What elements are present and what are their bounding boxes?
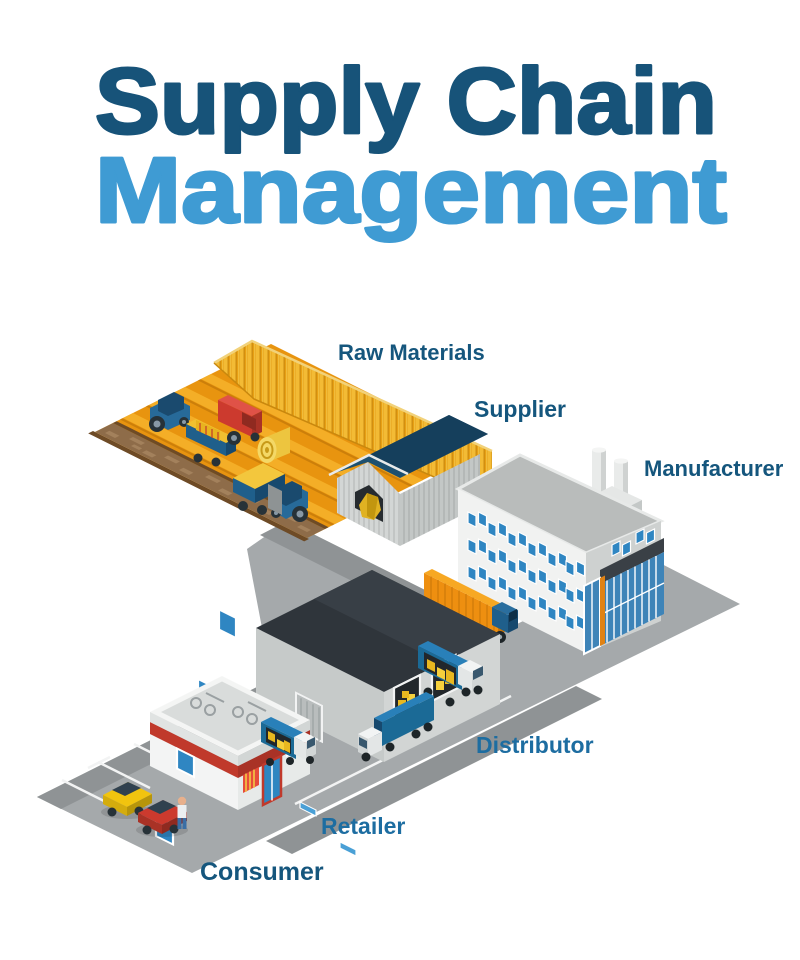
entrance-orange-pillar <box>600 575 605 646</box>
truck-cab-blue <box>492 602 518 633</box>
warehouse-left-wall <box>256 628 384 762</box>
delivery-truck-retailer <box>261 717 316 766</box>
farm-vehicles <box>149 392 308 522</box>
store-red-band <box>150 722 238 778</box>
title-line-1: Supply Chain <box>95 49 717 153</box>
label-supplier: Supplier <box>474 396 566 422</box>
consumer-cars <box>101 782 188 837</box>
delivery-truck-docked <box>418 641 484 707</box>
car-yellow <box>101 782 153 819</box>
page-title: Supply Chain Management <box>94 48 729 244</box>
truck-cab-white <box>294 732 316 760</box>
cargo-boxes <box>268 731 290 753</box>
vent-grille <box>268 484 282 515</box>
dirt-road <box>95 423 325 538</box>
label-retailer: Retailer <box>321 813 405 839</box>
supplier-barn <box>328 415 488 546</box>
delivery-truck-road <box>358 692 434 762</box>
hay-pile-shade <box>367 493 378 520</box>
stage-labels: Raw Materials Supplier Manufacturer Dist… <box>200 340 784 886</box>
truck-cab-white <box>458 660 484 691</box>
store-door <box>261 753 283 808</box>
manufacturer-factory <box>454 447 665 656</box>
store-awning <box>243 767 259 793</box>
retailer-store <box>150 607 310 847</box>
truck-cab-white <box>358 727 382 757</box>
roof-vents <box>190 692 267 725</box>
road-junction-to-retail <box>266 686 602 854</box>
label-raw-materials: Raw Materials <box>338 340 485 365</box>
barn-right-wall <box>400 454 480 546</box>
cargo-boxes <box>427 659 454 685</box>
tractor-icon <box>149 392 190 432</box>
container-top <box>424 569 506 610</box>
factory-glass-entrance <box>583 538 665 656</box>
hay-bale-icon <box>257 427 290 463</box>
label-distributor: Distributor <box>476 732 594 758</box>
pedestrian <box>177 796 187 829</box>
title-line-2: Management <box>95 138 727 242</box>
label-manufacturer: Manufacturer <box>644 456 784 481</box>
combine-harvester-icon <box>196 395 262 445</box>
container-ribs <box>430 576 495 634</box>
barn-roof-trim <box>328 453 409 477</box>
warehouse-roof-panel <box>314 570 500 663</box>
barn-roof-right-slope <box>369 415 488 474</box>
label-consumer: Consumer <box>200 858 324 886</box>
